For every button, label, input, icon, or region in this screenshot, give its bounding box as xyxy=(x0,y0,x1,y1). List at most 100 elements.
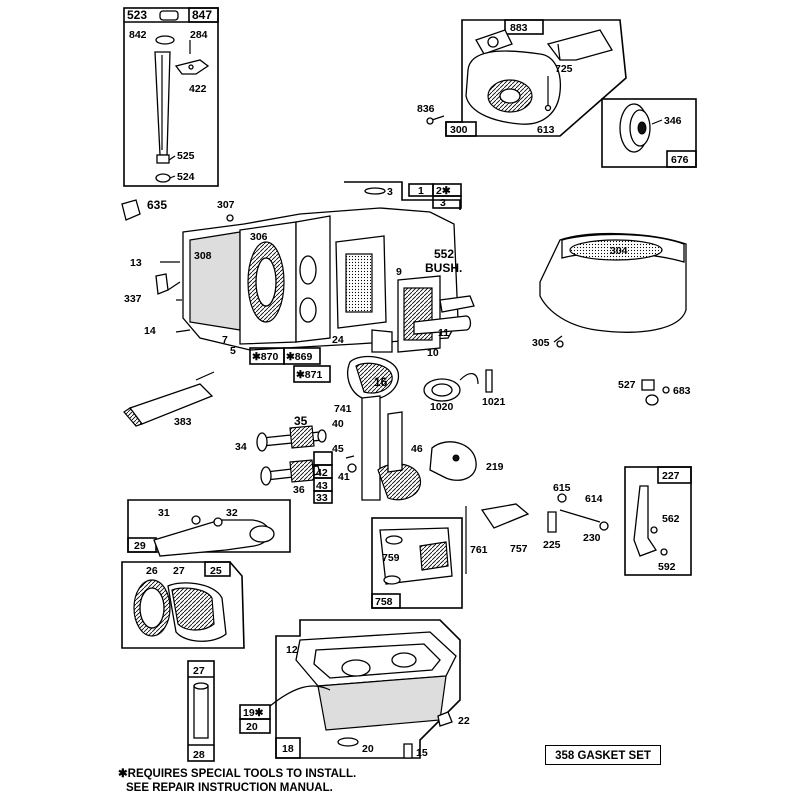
piston-pin xyxy=(193,685,209,739)
governor-shaft xyxy=(480,503,530,529)
part-label: 337 xyxy=(124,293,142,305)
part-label: 27 xyxy=(173,565,185,577)
blower-housing-group: 304 305 xyxy=(532,232,687,349)
part-label: 525 xyxy=(177,150,195,162)
breather-tube xyxy=(121,199,141,221)
part-label: 36 xyxy=(293,484,305,496)
control-bracket xyxy=(633,485,657,557)
valve-spring-top xyxy=(289,425,315,449)
part-label: 300 xyxy=(450,124,468,136)
part-label: 422 xyxy=(189,83,207,95)
seal-pin xyxy=(485,369,493,393)
part-label: 230 xyxy=(583,532,601,544)
part-label: 42 xyxy=(316,467,328,479)
part-label: 14 xyxy=(144,325,156,337)
crankcase-cover-group: 759 761 757 758 xyxy=(371,503,530,609)
part-label: 27 xyxy=(193,665,205,677)
part-label: 9 xyxy=(396,266,402,278)
part-label: 562 xyxy=(662,513,680,525)
part-label: 13 xyxy=(130,257,142,269)
drain-plug xyxy=(403,743,413,759)
part-label: 552 xyxy=(434,247,454,261)
part-label: 24 xyxy=(332,334,344,346)
dipstick-cap xyxy=(159,10,179,21)
footnote-line-1: ✱REQUIRES SPECIAL TOOLS TO INSTALL. xyxy=(118,768,357,780)
part-label: 383 xyxy=(174,416,192,428)
air-cleaner-group: 883 725 836 300 613 xyxy=(417,19,627,137)
part-label: 35 xyxy=(294,414,308,428)
part-label: ✱871 xyxy=(296,369,322,381)
part-label: 34 xyxy=(235,441,247,453)
dipstick-group-frame xyxy=(123,7,219,187)
connecting-rod-frame xyxy=(127,499,291,553)
part-label: 33 xyxy=(316,492,328,504)
part-label: 741 xyxy=(334,403,352,415)
part-label: 759 xyxy=(382,552,400,564)
crankcase-cavity xyxy=(345,253,373,313)
piston-pin-group: 27 28 xyxy=(187,660,215,762)
part-label: 25 xyxy=(210,565,222,577)
muffler-body xyxy=(128,383,214,425)
part-label: 847 xyxy=(192,8,212,22)
piston-pin-frame xyxy=(187,660,215,762)
part-label: 308 xyxy=(194,250,212,262)
connecting-rod-group: 31 32 29 xyxy=(127,499,291,557)
part-label: 227 xyxy=(662,470,680,482)
part-label: 307 xyxy=(217,199,235,211)
part-label: 40 xyxy=(332,418,344,430)
piston-group: 26 27 25 xyxy=(121,561,245,649)
dipstick-seal xyxy=(156,154,170,164)
oil-drain-plug xyxy=(155,273,169,295)
flywheel-frame xyxy=(601,98,697,168)
control-bracket-group: 227 562 592 xyxy=(624,466,692,576)
part-label: 284 xyxy=(190,29,208,41)
crankcase-cover-frame xyxy=(371,517,463,609)
camshaft xyxy=(361,395,381,501)
part-label: 306 xyxy=(250,231,268,243)
part-label: ✱869 xyxy=(286,351,312,363)
part-label: 31 xyxy=(158,507,170,519)
part-label: 635 xyxy=(147,198,167,212)
part-label: 757 xyxy=(510,543,528,555)
part-label: 683 xyxy=(673,385,691,397)
part-label: 1 xyxy=(418,185,424,197)
part-label: 22 xyxy=(458,715,470,727)
part-label: 10 xyxy=(427,347,439,359)
cylinder-head-left xyxy=(189,231,241,331)
part-label: 676 xyxy=(671,154,689,166)
part-label: 346 xyxy=(664,115,682,127)
part-label: 7 xyxy=(222,334,228,346)
spacer-group: 527 683 xyxy=(618,379,691,406)
part-label: 761 xyxy=(470,544,488,556)
part-label: 20 xyxy=(362,743,374,755)
part-label: 41 xyxy=(338,471,350,483)
part-label: 1020 xyxy=(430,401,454,413)
part-label: 3 xyxy=(387,186,393,198)
part-label: 527 xyxy=(618,379,636,391)
part-label: 15 xyxy=(416,747,428,759)
part-label: 219 xyxy=(486,461,504,473)
gasket-set-label: 358 GASKET SET xyxy=(545,745,661,765)
flywheel-group: 346 676 xyxy=(601,98,697,168)
governor-assembly xyxy=(429,441,477,481)
part-label: 524 xyxy=(177,171,195,183)
valve-camshaft-group: 35 40 34 45 46 219 36 41 42 43 33 xyxy=(235,395,504,504)
part-label: 20 xyxy=(246,721,258,733)
oil-sump xyxy=(317,675,447,731)
part-label: 46 xyxy=(411,443,423,455)
part-label: ✱870 xyxy=(252,351,278,363)
part-label: 32 xyxy=(226,507,238,519)
governor-lever xyxy=(547,511,557,533)
part-label: 1021 xyxy=(482,396,506,408)
part-label: 758 xyxy=(375,596,393,608)
part-label: 523 xyxy=(127,8,147,22)
crankshaft-group: 16 1020 1021 741 xyxy=(334,329,506,415)
part-label: 28 xyxy=(193,749,205,761)
air-cleaner-bracket xyxy=(546,29,613,61)
cylinder-block-group: 635 307 306 308 13 337 14 7 5 ✱870 ✱869 … xyxy=(121,181,475,383)
part-label: 225 xyxy=(543,539,561,551)
part-label: 2✱ xyxy=(436,185,451,197)
muffler-group: 383 xyxy=(123,371,215,428)
dipstick-group: 523 847 842 284 422 525 524 xyxy=(123,7,219,187)
